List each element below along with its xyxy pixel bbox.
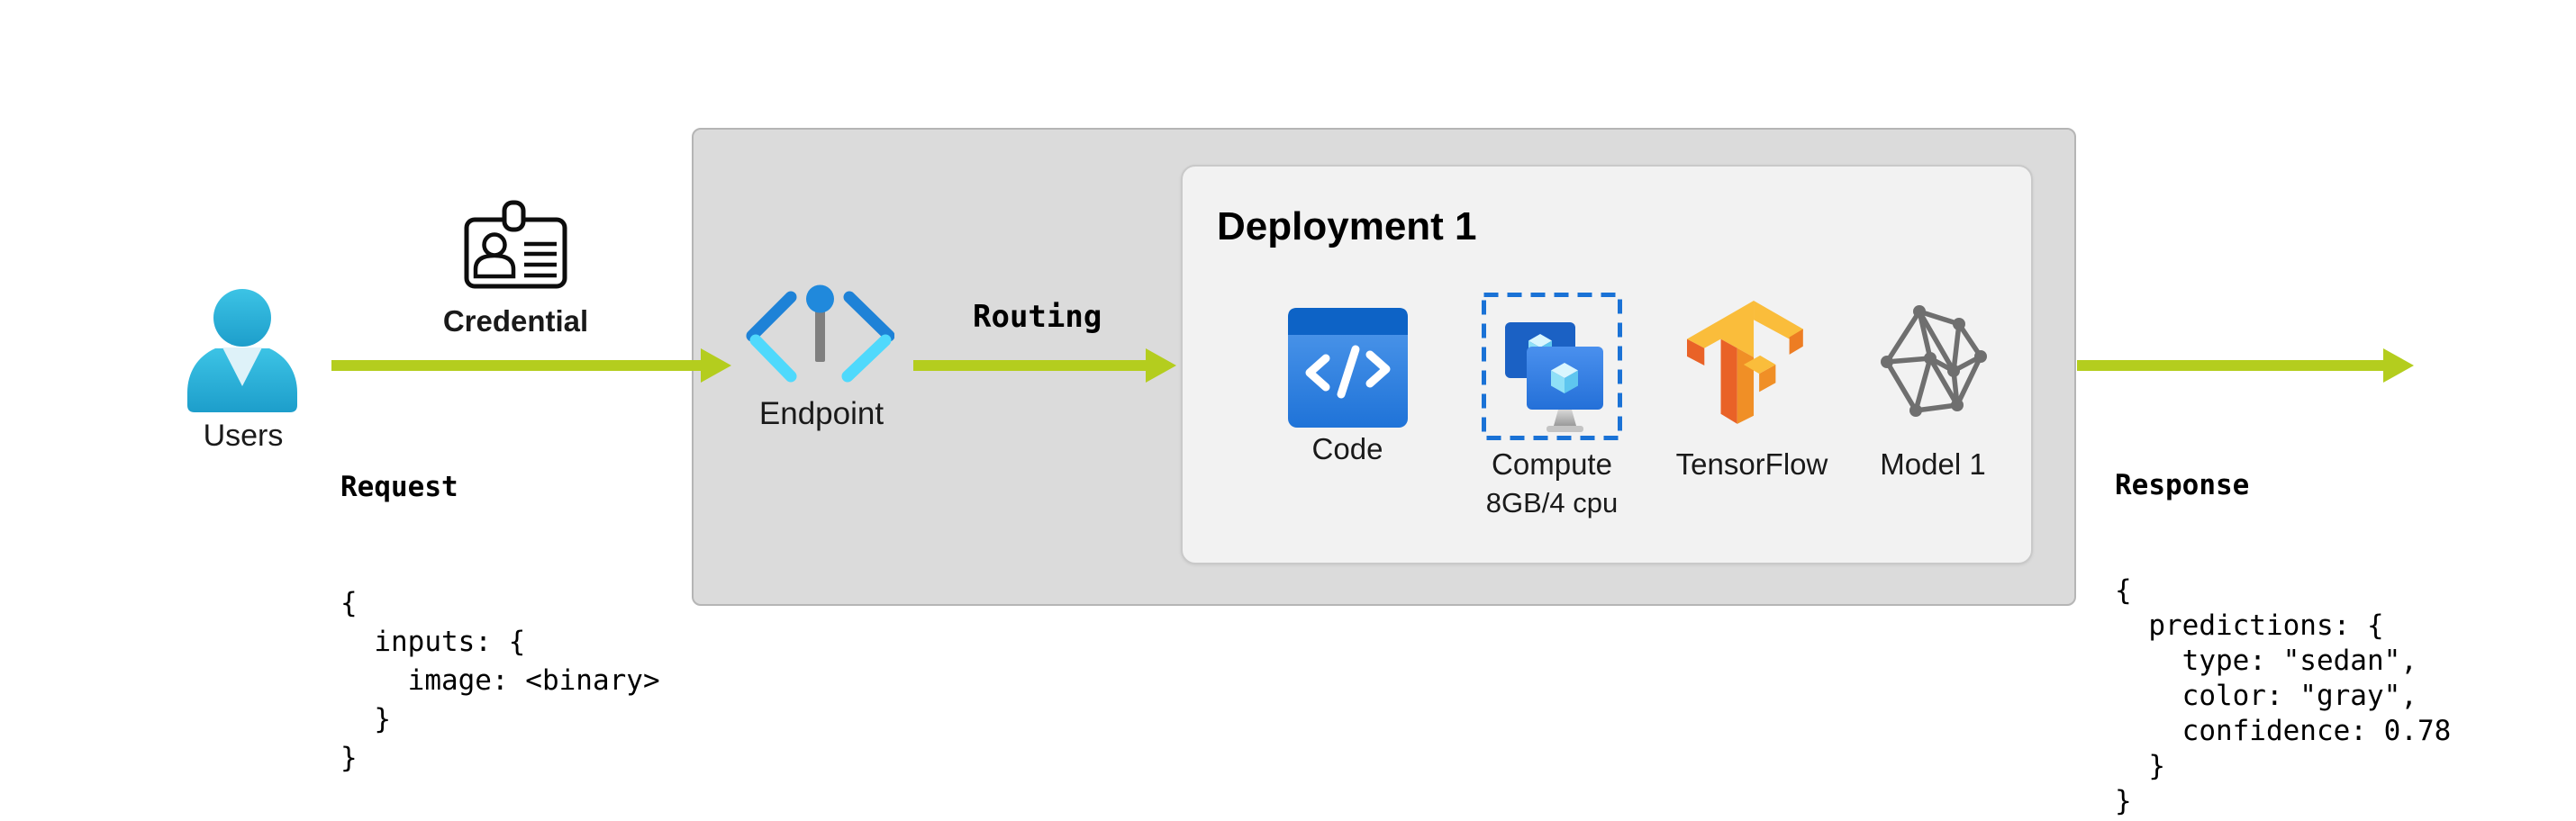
routing-label: Routing bbox=[973, 299, 1102, 335]
credential-label: Credential bbox=[442, 304, 589, 338]
endpoint-label: Endpoint bbox=[758, 396, 884, 431]
response-arrow bbox=[2077, 348, 2414, 383]
response-block: Response { predictions: { type: "sedan",… bbox=[2115, 398, 2451, 821]
users-icon bbox=[187, 289, 297, 412]
routing-arrow bbox=[913, 348, 1176, 383]
code-icon bbox=[1288, 308, 1408, 428]
credential-icon bbox=[464, 200, 567, 289]
compute-sublabel: 8GB/4 cpu bbox=[1485, 487, 1619, 519]
tensorflow-icon bbox=[1687, 301, 1803, 424]
endpoint-icon bbox=[746, 284, 894, 383]
response-title: Response bbox=[2115, 469, 2250, 501]
tensorflow-label: TensorFlow bbox=[1675, 447, 1828, 481]
code-label: Code bbox=[1311, 432, 1383, 465]
response-json: { predictions: { type: "sedan", color: "… bbox=[2115, 574, 2452, 817]
model-icon bbox=[1881, 305, 1987, 417]
model-label: Model 1 bbox=[1880, 447, 1986, 481]
request-title: Request bbox=[340, 471, 458, 503]
request-json: { inputs: { image: <binary> }} bbox=[340, 587, 660, 774]
compute-icon bbox=[1482, 293, 1622, 440]
deployment-title: Deployment 1 bbox=[1217, 204, 1477, 248]
request-arrow bbox=[331, 348, 731, 383]
request-block: Request { inputs: { image: <binary> }} bbox=[340, 391, 660, 821]
users-label: Users bbox=[203, 419, 284, 453]
compute-label: Compute bbox=[1492, 447, 1612, 481]
